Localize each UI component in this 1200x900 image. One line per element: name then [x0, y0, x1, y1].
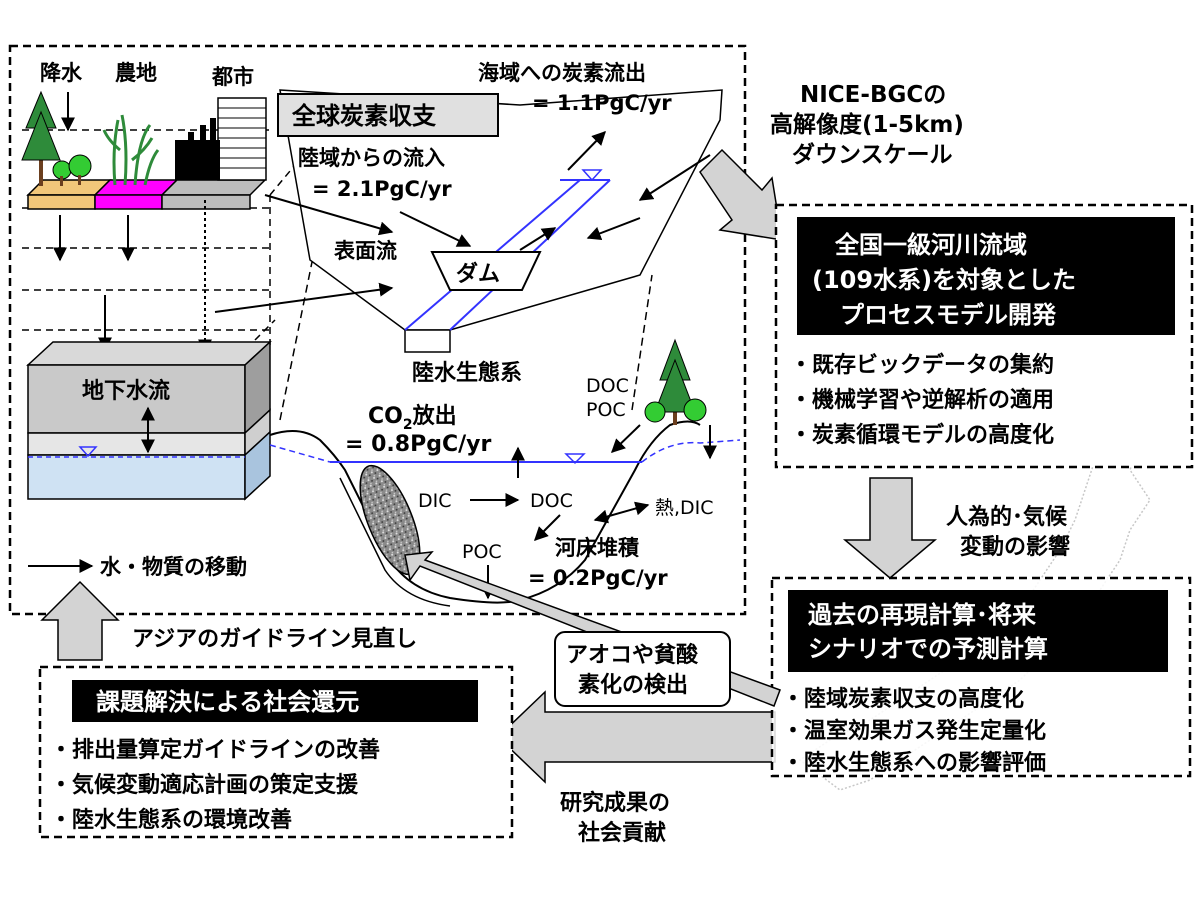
dev-item-2: ・機械学習や逆解析の適用 [790, 387, 1054, 413]
ocean-flux-value: = 1.1PgC/yr [532, 91, 672, 115]
infiltration-arrows [53, 92, 212, 354]
city-buildings-icon [175, 97, 267, 181]
bank-tree-icon [644, 338, 707, 425]
climate-line1: 人為的･気候 [946, 504, 1068, 530]
global-budget-title: 全球炭素収支 [291, 102, 437, 130]
river-cross-section [269, 420, 741, 607]
heat-dic-label: 熱,DIC [655, 497, 714, 519]
label-precipitation: 降水 [40, 61, 83, 85]
poc-label: POC [462, 541, 502, 563]
doc-label: DOC [530, 490, 573, 512]
sediment-label: 河床堆積 [555, 536, 640, 560]
detect-box [554, 631, 731, 707]
co2-value: = 0.8PgC/yr [345, 432, 491, 457]
calc-item-1: ・陸域炭素収支の高度化 [782, 686, 1024, 712]
label-farmland: 農地 [115, 61, 157, 85]
crop-icon [102, 114, 160, 186]
dev-title-line1: 全国一級河川流域 [834, 231, 1027, 259]
flux-arrows [214, 130, 711, 313]
ocean-flux-label: 海域への炭素流出 [478, 61, 646, 85]
calc-title-line2: シナリオでの予測計算 [808, 635, 1048, 663]
dev-item-3: ・炭素循環モデルの高度化 [790, 422, 1054, 448]
land-inflow-value: = 2.1PgC/yr [312, 177, 452, 201]
tree-icon [21, 90, 92, 186]
contribution-arrow [496, 690, 776, 784]
dam-label: ダム [456, 261, 500, 287]
city-block [160, 179, 267, 196]
surface-flow-label: 表面流 [334, 239, 397, 263]
social-item-2: ・気候変動適応計画の策定支援 [50, 772, 359, 798]
social-title: 課題解決による社会還元 [96, 688, 359, 716]
dev-title-line3: プロセスモデル開発 [840, 301, 1057, 329]
flow-arrows [40, 148, 938, 784]
detect-line2: 素化の検出 [578, 672, 688, 698]
main-frame [8, 44, 747, 616]
dev-item-1: ・既存ビックデータの集約 [790, 352, 1054, 378]
research-contrib-line2: 社会貢献 [578, 820, 666, 846]
calc-title-box [788, 590, 1168, 672]
research-contrib-line1: 研究成果の [560, 790, 670, 816]
nice-line1: NICE-BGCの [800, 82, 946, 108]
groundwater-box [26, 340, 272, 501]
social-item-1: ・排出量算定ガイドラインの改善 [50, 737, 380, 763]
social-title-box [72, 680, 478, 722]
social-item-3: ・陸水生態系の環境改善 [50, 807, 292, 833]
dic-label: DIC [418, 490, 452, 512]
dam-shape [430, 251, 542, 291]
dev-title-box [797, 217, 1175, 335]
detect-line1: アオコや貧酸 [566, 642, 699, 668]
asia-guideline-label: アジアのガイドライン見直し [132, 626, 417, 652]
nice-line2: 高解像度(1-5km) [770, 111, 964, 138]
projection-lines [279, 261, 653, 421]
climate-line2: 変動の影響 [960, 534, 1070, 560]
land-inflow-label: 陸域からの流入 [298, 146, 445, 170]
poc-top-label: POC [586, 399, 626, 421]
calc-item-3: ・陸水生態系への影響評価 [782, 750, 1046, 776]
downscale-arrow [699, 148, 783, 241]
global-budget-box [277, 93, 499, 137]
ecosystem-title: 陸水生態系 [412, 360, 522, 386]
climate-arrow [842, 477, 938, 579]
guideline-arrow [40, 580, 120, 661]
label-water-material-movement: 水・物質の移動 [100, 555, 247, 579]
calc-title-line1: 過去の再現計算･将来 [808, 601, 1037, 629]
japan-map-silhouette [798, 408, 1151, 791]
calc-item-2: ・温室効果ガス発生定量化 [782, 718, 1046, 744]
label-city: 都市 [211, 65, 254, 89]
nice-line3: ダウンスケール [792, 141, 953, 168]
doc-top-label: DOC [586, 375, 629, 397]
co2-label: CO2放出 [368, 403, 457, 433]
dev-title-line2: (109水系)を対象とした [812, 266, 1076, 294]
sediment-value: = 0.2PgC/yr [528, 566, 668, 590]
label-groundwater: 地下水流 [82, 378, 170, 404]
